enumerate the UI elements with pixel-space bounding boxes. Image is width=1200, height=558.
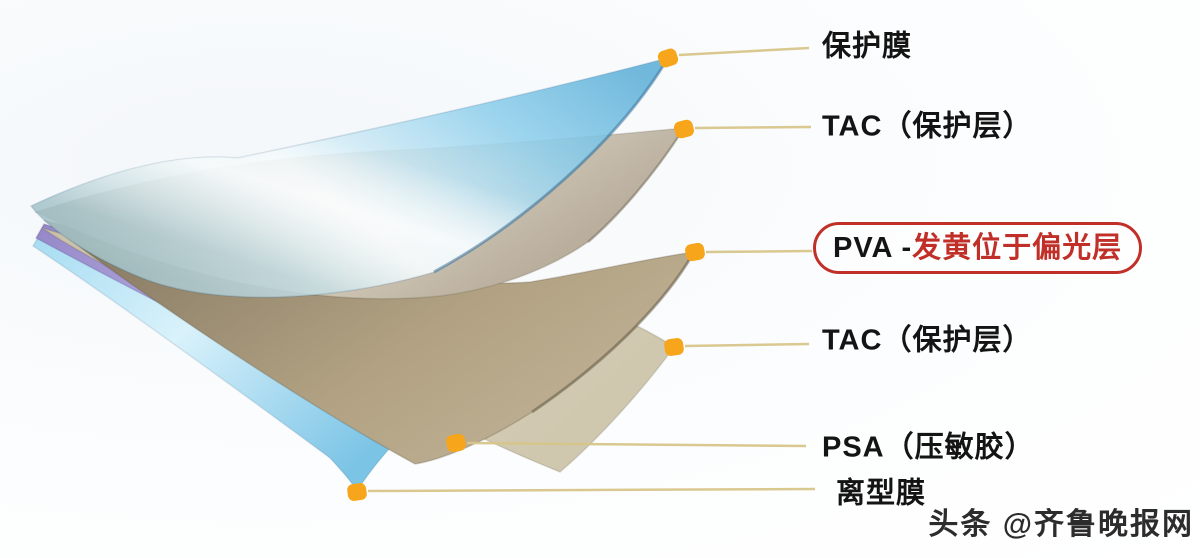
watermark: 头条 @齐鲁晚报网 [928, 508, 1194, 541]
tac-top-edge-accent [587, 127, 686, 243]
connector-dot-icon [673, 119, 695, 139]
connector-dot-icon [347, 483, 367, 501]
label-psa: PSA（压敏胶） [822, 431, 1035, 464]
label-pva-highlight-box: PVA - 发黄位于偏光层 [813, 222, 1143, 274]
connector-dots [347, 48, 705, 501]
label-pva-prefix: PVA - [833, 231, 913, 264]
connector-line [678, 46, 810, 57]
label-tac-top: TAC（保护层） [822, 110, 1033, 143]
label-release-film: 离型膜 [836, 477, 927, 510]
connector-line [694, 125, 812, 130]
connector-dot-icon [664, 338, 684, 356]
connector-lines [367, 46, 816, 493]
protective-film-edge-accent [433, 57, 670, 274]
protective-film-highlight [31, 58, 668, 298]
connector-dot-icon [446, 433, 466, 453]
connector-dot-icon [657, 48, 679, 68]
label-protective-film: 保护膜 [822, 30, 913, 63]
label-tac-bottom: TAC（保护层） [822, 324, 1033, 357]
connector-line [367, 487, 816, 493]
connector-dot-icon [685, 242, 705, 262]
connector-line [684, 342, 810, 348]
label-pva-yellowing-note: 发黄位于偏光层 [912, 231, 1123, 264]
pva-edge-accent [531, 251, 696, 414]
connector-line [466, 441, 807, 448]
connector-line [705, 249, 813, 254]
